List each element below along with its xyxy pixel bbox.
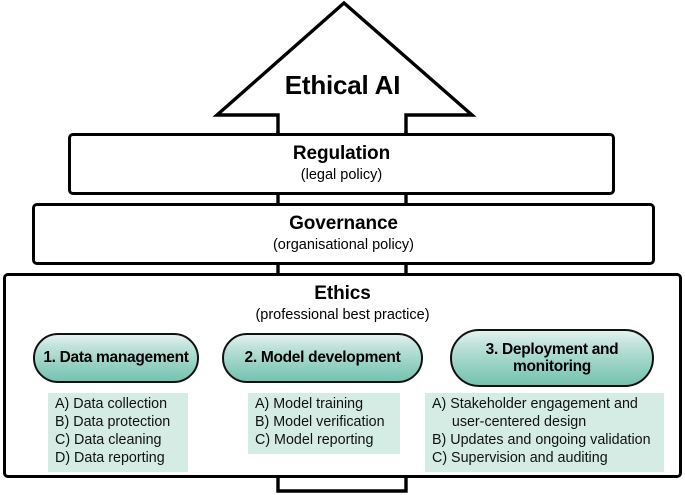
list-item: D) Data reporting <box>55 449 165 466</box>
list-item: C) Data cleaning <box>55 431 162 448</box>
tier-ethics-subtitle: (professional best practice) <box>255 306 430 323</box>
list-item: A) Model training <box>255 396 364 412</box>
pipeline-stage-deployment-and-monitoring[interactable]: 3. Deployment and monitoring <box>450 329 654 387</box>
tier-regulation[interactable]: Regulation (legal policy) <box>68 133 615 195</box>
stage-1-item-list: A) Data collection B) Data protection C)… <box>48 393 188 472</box>
pipeline-stage-1-label: 1. Data management <box>43 349 189 367</box>
tier-ethics-title: Ethics <box>314 283 371 304</box>
apex-label: Ethical AI <box>284 70 401 100</box>
list-item: A) Stakeholder engagement and user-cente… <box>432 396 638 430</box>
tier-regulation-subtitle: (legal policy) <box>300 166 383 183</box>
stage-3-item-list: A) Stakeholder engagement and user-cente… <box>425 393 664 472</box>
tier-ethics-heading: Ethics (professional best practice) <box>6 284 679 324</box>
list-item: B) Model verification <box>255 413 385 430</box>
tier-governance-subtitle: (organisational policy) <box>272 236 415 253</box>
list-item: C) Supervision and auditing <box>432 449 608 466</box>
list-item: C) Model reporting <box>255 431 374 448</box>
pipeline-stage-3-label: 3. Deployment and monitoring <box>485 340 619 375</box>
arrow-head-outline <box>212 0 477 133</box>
list-item: A) Data collection <box>55 396 168 412</box>
pipeline-stage-data-management[interactable]: 1. Data management <box>33 333 199 383</box>
list-item: B) Data protection <box>55 413 171 430</box>
pipeline-stage-model-development[interactable]: 2. Model development <box>222 333 423 383</box>
tier-governance-title: Governance <box>289 213 398 234</box>
stage-2-item-list: A) Model training B) Model verification … <box>248 393 400 454</box>
pipeline-stage-2-label: 2. Model development <box>244 349 401 367</box>
tier-regulation-title: Regulation <box>292 143 391 164</box>
tier-governance[interactable]: Governance (organisational policy) <box>32 203 655 265</box>
list-item: B) Updates and ongoing validation <box>432 431 651 448</box>
